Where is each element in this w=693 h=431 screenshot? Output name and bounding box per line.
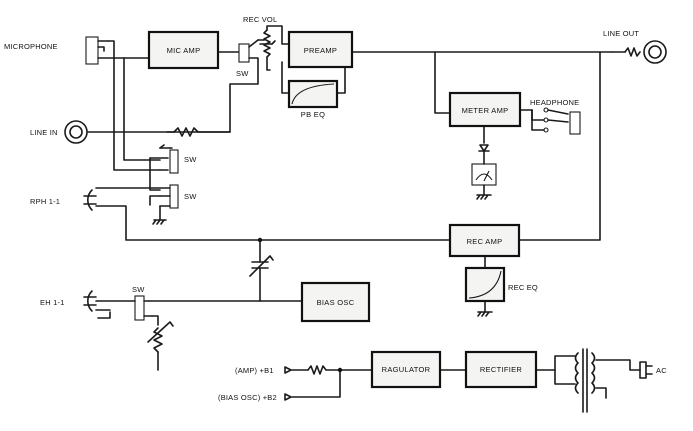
rec-vol-to-preamp (266, 25, 290, 45)
blocks: MIC AMP PREAMP PB EQ METER AMP REC AMP R… (147, 30, 538, 389)
b1-arrow (284, 366, 292, 374)
junction-b (337, 367, 343, 373)
bus-to-meter-amp (434, 51, 451, 114)
bias-coil-arrow (147, 321, 174, 343)
rec-vol-ground (266, 56, 271, 71)
rectifier-block (464, 350, 538, 389)
rph-label: RPH 1-1 (30, 197, 60, 206)
preamp-block (287, 30, 354, 69)
line-out-resistor (624, 47, 641, 57)
rec-eq-label: REC EQ (508, 283, 538, 292)
rph-jack-shell (87, 189, 93, 211)
rph-to-rec-amp (95, 205, 451, 241)
level-meter-needle (483, 170, 490, 182)
line-in-jack-outer (64, 120, 88, 144)
hp-branch-3 (531, 109, 545, 131)
rec-amp-label: REC AMP (467, 237, 503, 246)
eh-label: EH 1-1 (40, 298, 65, 307)
b1-resistor (307, 365, 373, 375)
hp-spring-2 (547, 119, 569, 123)
eh-sleeve (97, 311, 111, 319)
rect-to-transformer-bottom (554, 369, 576, 385)
sw2-ground (152, 205, 167, 225)
mic-line-to-switch (107, 40, 161, 171)
input-switch-arm (248, 39, 259, 48)
rec-amp-block (448, 223, 521, 258)
rec-eq-ground (477, 300, 493, 317)
sw-label-2: SW (184, 192, 197, 201)
pb-eq-curve (291, 83, 335, 105)
bus-to-rec-amp (518, 51, 601, 241)
ac-plug-prongs (645, 365, 653, 375)
line-in-resistor (173, 127, 231, 137)
microphone-label: MICROPHONE (4, 42, 58, 51)
switch-1-body (169, 149, 179, 174)
pb-eq-right (336, 67, 346, 94)
pb-eq-left (281, 61, 289, 94)
transformer-tap (595, 387, 607, 399)
b2-arrow (284, 393, 292, 401)
transformer-to-ac (595, 359, 641, 371)
eh-jack-shell (87, 290, 93, 312)
bias-trimmer-arrow (249, 255, 274, 277)
rec-vol-wiper-arrow (271, 40, 276, 45)
meter-amp-label: METER AMP (462, 106, 509, 115)
rec-eq-block (464, 266, 506, 303)
transformer-secondary (574, 352, 579, 394)
rph-jack-pins (83, 195, 97, 205)
bias-switch-body (134, 295, 145, 321)
bias-osc-label: BIAS OSC (317, 298, 355, 307)
rectifier-label: RECTIFIER (480, 365, 523, 374)
mic-jack-spring (97, 46, 105, 52)
pb-eq-label: PB EQ (301, 110, 325, 119)
sw-link (149, 157, 161, 191)
preamp-label: PREAMP (304, 46, 337, 55)
sw-label-bias: SW (132, 285, 145, 294)
level-meter-arc (475, 173, 493, 181)
wiring (85, 25, 641, 413)
mic-amp-label: MIC AMP (167, 46, 201, 55)
switch-2-body (169, 184, 179, 209)
b2-lead (291, 369, 341, 398)
b1-label: (AMP) +B1 (235, 366, 274, 375)
headphone-label: HEADPHONE (530, 98, 579, 107)
hp-spring-1 (547, 109, 569, 115)
bias-switch-to-coil (151, 315, 159, 326)
bias-osc-block (300, 281, 371, 323)
input-switch-body (238, 43, 250, 63)
line-in-jack-inner (69, 125, 83, 139)
line-in-label: LINE IN (30, 128, 58, 137)
line-out-label: LINE OUT (603, 29, 639, 38)
regulator-label: RAGULATOR (382, 365, 431, 374)
line-out-jack-inner (648, 45, 662, 59)
bias-coil (153, 327, 163, 353)
mic-amp-block (147, 30, 220, 70)
diode-triangle (479, 144, 489, 152)
eh-jack-pins (83, 296, 97, 306)
transformer-primary (591, 352, 596, 394)
hp-contact-3 (543, 127, 549, 133)
ac-plug-body (639, 361, 647, 379)
headphone-jack-body (569, 111, 581, 135)
pb-eq-block (287, 79, 339, 109)
regulator-block (370, 350, 442, 389)
meter-ground (476, 194, 492, 200)
rec-vol-label: REC VOL (243, 15, 277, 24)
line-out-jack-outer (643, 40, 667, 64)
mic-line-to-switch-2 (123, 57, 161, 161)
transformer-core (582, 348, 588, 413)
sw1-arrow (159, 144, 173, 149)
connectors (64, 40, 667, 401)
rect-to-transformer-top (535, 355, 576, 371)
labels: MICROPHONE LINE IN RPH 1-1 EH 1-1 REC VO… (4, 15, 667, 402)
microphone-jack-body (85, 36, 99, 65)
sw-label-1: SW (184, 155, 197, 164)
rec-eq-curve (468, 270, 502, 299)
ac-label: AC (656, 366, 667, 375)
meter-amp-block (448, 91, 522, 128)
b2-label: (BIAS OSC) +B2 (218, 393, 277, 402)
sw-label-input: SW (236, 69, 249, 78)
sw2-aux (149, 195, 161, 206)
